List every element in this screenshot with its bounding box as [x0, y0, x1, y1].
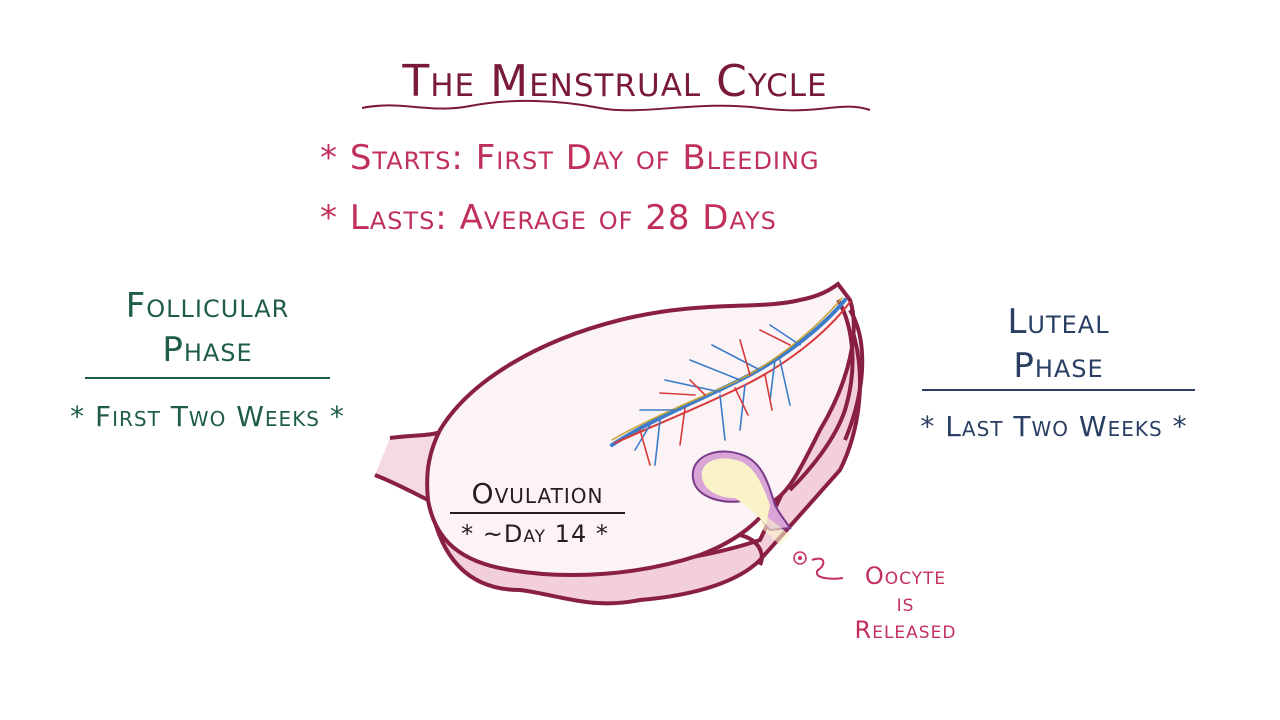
- oocyte-line2: is: [896, 589, 915, 617]
- rupture-edge: [739, 533, 764, 566]
- ruptured-follicle: [691, 450, 792, 545]
- ovarian-ligament: [375, 432, 440, 500]
- oocyte-line1: Oocyte: [864, 562, 947, 590]
- luteal-phase-heading: Luteal Phase: [922, 300, 1195, 388]
- follicular-duration: * First Two Weeks *: [70, 400, 345, 433]
- ovulation-divider: [450, 512, 625, 514]
- oocyte-released-label: Oocyte is Released: [838, 563, 973, 644]
- oocyte-pointer: [811, 557, 844, 580]
- ovulation-day: * ~Day 14 *: [461, 520, 609, 548]
- follicular-phase-heading: Follicular Phase: [85, 284, 330, 372]
- bullet-starts: * Starts: First Day of Bleeding: [320, 138, 820, 178]
- bullet-lasts: * Lasts: Average of 28 Days: [320, 198, 777, 238]
- title-underline: [361, 99, 871, 112]
- luteal-duration: * Last Two Weeks *: [920, 410, 1188, 443]
- luteal-divider: [922, 389, 1195, 391]
- bullet-label: Starts:: [349, 138, 464, 178]
- follicular-line2: Phase: [162, 330, 253, 370]
- blood-vessels: [610, 297, 851, 466]
- follicular-line1: Follicular: [125, 286, 290, 326]
- ovulation-label: Ovulation: [471, 477, 604, 510]
- bullet-text: First Day of Bleeding: [475, 138, 820, 178]
- bullet-marker: *: [320, 198, 338, 238]
- bullet-label: Lasts:: [349, 198, 448, 238]
- bullet-marker: *: [320, 138, 338, 178]
- bullet-text: Average of 28 Days: [459, 198, 777, 238]
- follicular-divider: [85, 377, 330, 379]
- page-title: The Menstrual Cycle: [402, 56, 828, 107]
- oocyte-line3: Released: [854, 616, 957, 644]
- luteal-line1: Luteal: [1007, 302, 1110, 342]
- luteal-line2: Phase: [1013, 346, 1104, 386]
